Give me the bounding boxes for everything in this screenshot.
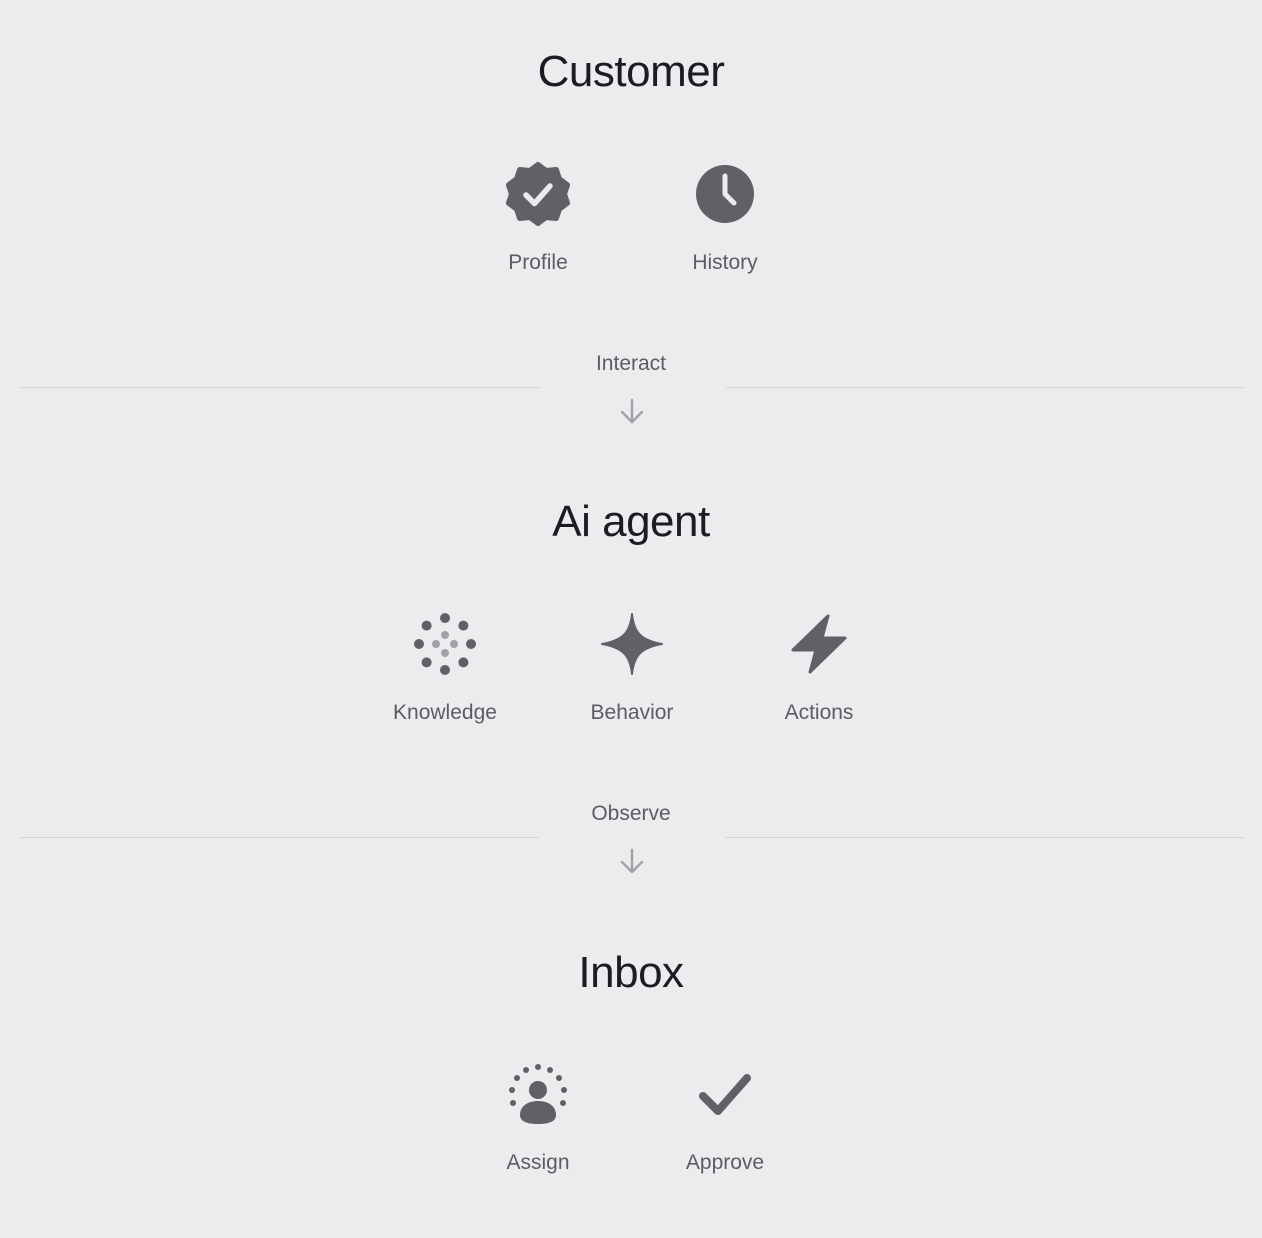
profile-label: Profile [508, 251, 568, 274]
assign-label: Assign [506, 1151, 570, 1174]
sparkle-icon [600, 612, 664, 676]
divider-left [20, 837, 539, 838]
actions-label: Actions [784, 701, 854, 724]
arrow-down-icon [620, 848, 644, 874]
observe-label: Observe [591, 802, 671, 825]
interact-label: Interact [595, 352, 667, 375]
divider-left [20, 387, 540, 388]
knowledge-label: Knowledge [393, 701, 497, 724]
arrow-down-icon [620, 398, 644, 424]
assign-item: Assign [458, 1062, 618, 1173]
history-label: History [692, 251, 758, 274]
approve-item: Approve [645, 1062, 805, 1173]
verified-badge-icon [506, 162, 570, 226]
clock-icon [693, 162, 757, 226]
approve-label: Approve [685, 1151, 765, 1174]
ai-agent-title: Ai agent [552, 497, 710, 546]
actions-item: Actions [739, 612, 899, 723]
profile-item: Profile [458, 162, 618, 273]
lightning-icon [787, 612, 851, 676]
checkmark-icon [693, 1062, 757, 1126]
person-dots-icon [506, 1062, 570, 1126]
divider-right [726, 387, 1244, 388]
behavior-label: Behavior [590, 701, 674, 724]
customer-title: Customer [537, 47, 725, 96]
dots-radial-icon [413, 612, 477, 676]
behavior-item: Behavior [552, 612, 712, 723]
divider-right [725, 837, 1244, 838]
knowledge-item: Knowledge [365, 612, 525, 723]
history-item: History [645, 162, 805, 273]
inbox-title: Inbox [578, 948, 684, 997]
